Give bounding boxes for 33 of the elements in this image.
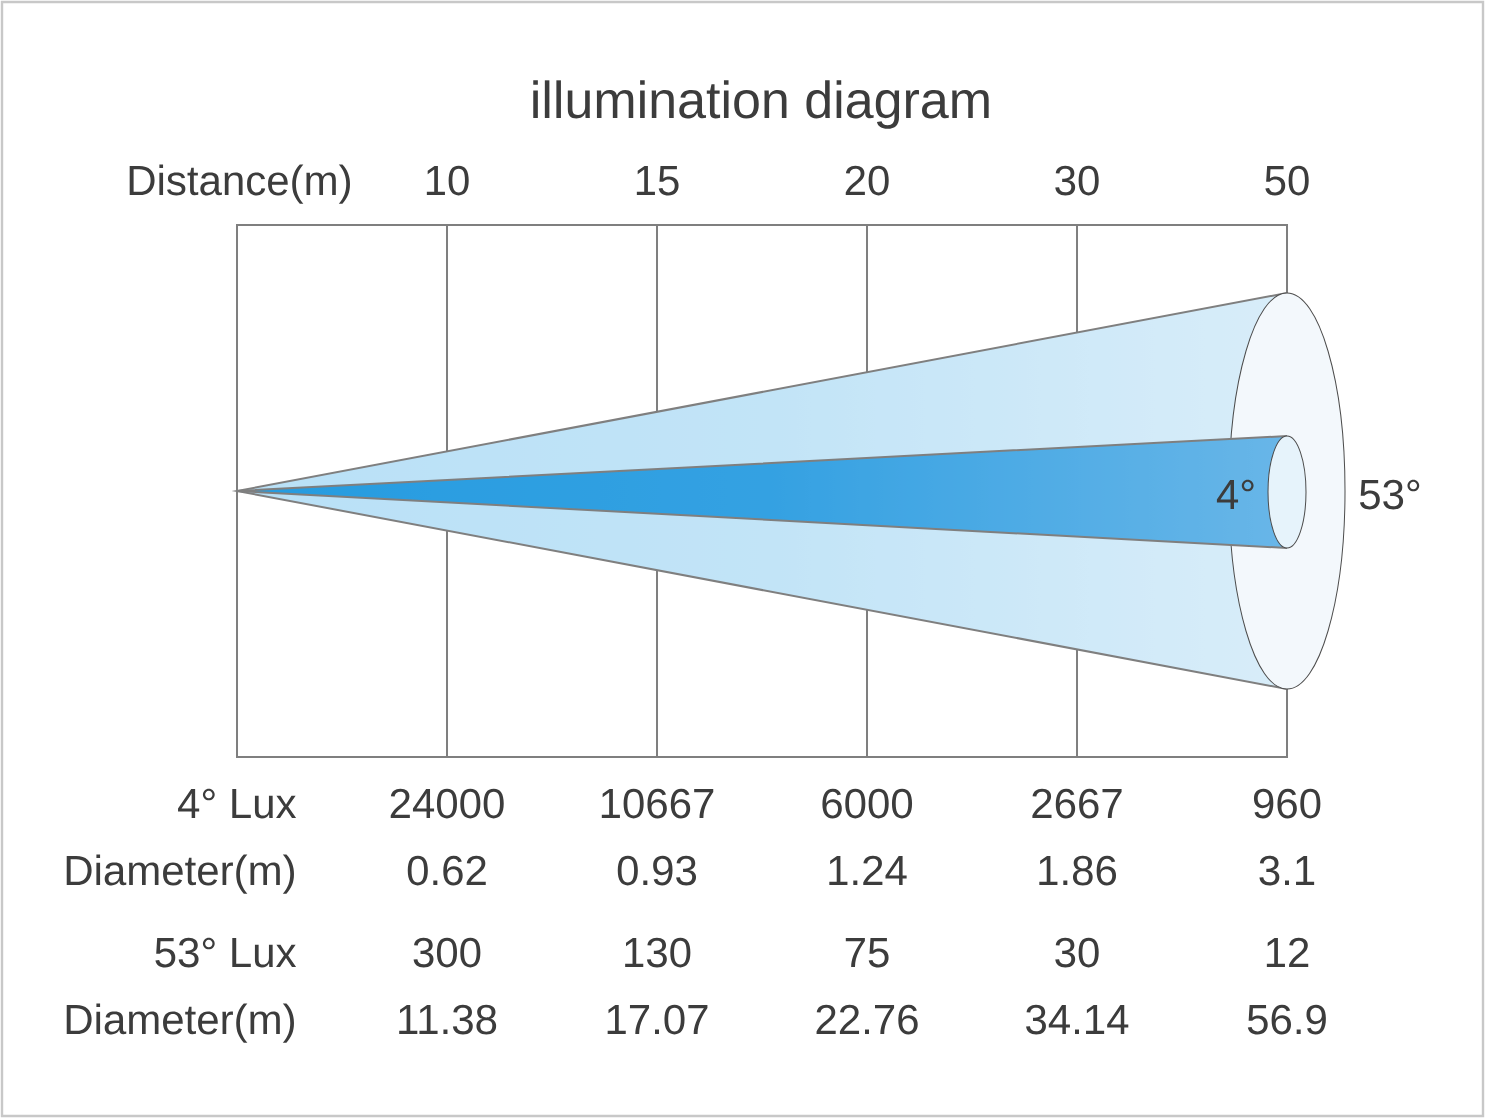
- table-value: 30: [1055, 937, 1099, 968]
- table-value: 2667: [1032, 788, 1122, 819]
- row-label: Distance(m): [129, 164, 350, 204]
- table-value: 11.38: [399, 1004, 497, 1035]
- table-value: 1.24: [829, 855, 907, 885]
- distance-value: 50: [1265, 165, 1309, 196]
- table-value: 56.9: [1247, 1004, 1326, 1035]
- table-value: 3.1: [1259, 855, 1315, 886]
- table-value: 10667: [601, 788, 714, 819]
- distance-value: 15: [636, 166, 679, 196]
- table-value: 1.86: [1039, 855, 1117, 886]
- table-value: 300: [413, 937, 481, 968]
- table-value: 34.14: [1026, 1004, 1129, 1035]
- table-value: 17.07: [607, 1004, 708, 1035]
- distance-value: 10: [426, 165, 469, 196]
- table-value: 6000: [822, 788, 913, 819]
- row-label: 53° Lux: [155, 937, 297, 968]
- table-value: 24000: [390, 788, 504, 819]
- row-label: 4° Lux: [178, 788, 297, 819]
- angle-label: 4°: [1216, 479, 1254, 509]
- table-value: 12: [1266, 937, 1309, 967]
- table-value: 0.62: [407, 855, 486, 886]
- table-value: 22.76: [816, 1004, 918, 1035]
- row-label: Diameter(m): [66, 1003, 294, 1043]
- distance-value: 30: [1055, 165, 1099, 196]
- distance-value: 20: [845, 165, 889, 196]
- title: illumination diagram: [533, 80, 989, 129]
- table-value: 960: [1253, 788, 1321, 819]
- table-value: 130: [625, 937, 691, 968]
- row-label: Diameter(m): [66, 854, 294, 894]
- angle-label: 53°: [1359, 479, 1420, 510]
- table-value: 0.93: [617, 855, 697, 886]
- table-value: 75: [845, 938, 889, 968]
